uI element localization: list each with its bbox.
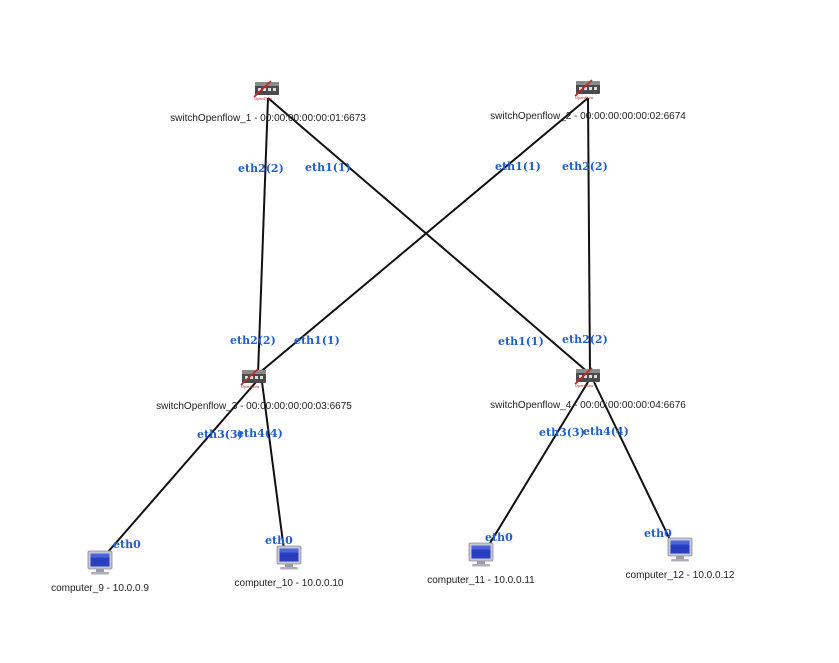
- port-label-c9-eth0: eth0: [113, 538, 141, 551]
- switch-node-2[interactable]: switchOpenflow_2 - 00:00:00:00:00:02:667…: [490, 79, 686, 122]
- computer-monitor-icon: [667, 537, 693, 562]
- switch-label: switchOpenflow_1 - 00:00:00:00:00:01:667…: [170, 113, 366, 124]
- link-s4-c12[interactable]: [593, 381, 675, 549]
- port-label-c11-eth0: eth0: [485, 531, 513, 544]
- computer-node-11[interactable]: computer_11 - 10.0.0.11: [427, 542, 535, 586]
- computer-monitor-icon: [87, 550, 113, 575]
- link-s4-c11[interactable]: [483, 381, 589, 554]
- port-label-s3-eth4: eth4(4): [237, 427, 283, 440]
- port-labels-layer: eth2(2) eth1(1) eth1(1) eth2(2) eth2(2) …: [113, 160, 672, 551]
- links-layer: [100, 97, 675, 561]
- port-label-s4-eth2: eth2(2): [562, 333, 608, 346]
- switch-label: switchOpenflow_2 - 00:00:00:00:00:02:667…: [490, 111, 686, 122]
- computer-label: computer_12 - 10.0.0.12: [626, 570, 735, 581]
- computer-node-12[interactable]: computer_12 - 10.0.0.12: [626, 537, 735, 581]
- port-label-s2-eth2: eth2(2): [562, 160, 608, 173]
- link-s2-s4[interactable]: [587, 97, 591, 375]
- port-label-s1-eth1: eth1(1): [305, 161, 351, 174]
- port-label-s4-eth4: eth4(4): [583, 425, 629, 438]
- link-s1-s3[interactable]: [257, 97, 269, 375]
- link-s3-c10[interactable]: [261, 381, 285, 551]
- computer-monitor-icon: [276, 545, 302, 570]
- computer-label: computer_10 - 10.0.0.10: [235, 578, 344, 589]
- computer-node-9[interactable]: computer_9 - 10.0.0.9: [51, 550, 149, 594]
- port-label-s1-eth2: eth2(2): [238, 162, 284, 175]
- port-label-s3-eth1: eth1(1): [294, 334, 340, 347]
- switch-node-1[interactable]: switchOpenflow_1 - 00:00:00:00:00:01:667…: [170, 80, 366, 124]
- computer-monitor-icon: [468, 542, 494, 567]
- link-s1-s4[interactable]: [267, 97, 591, 375]
- switch-node-4[interactable]: switchOpenflow_4 - 00:00:00:00:00:04:667…: [490, 367, 686, 411]
- openflow-switch-icon: [253, 80, 280, 102]
- computer-label: computer_9 - 10.0.0.9: [51, 583, 149, 594]
- port-label-s3-eth3: eth3(3): [197, 428, 243, 441]
- port-label-s4-eth1: eth1(1): [498, 335, 544, 348]
- computer-label: computer_11 - 10.0.0.11: [427, 575, 535, 586]
- switch-node-3[interactable]: switchOpenflow_3 - 00:00:00:00:00:03:667…: [156, 368, 352, 412]
- openflow-switch-icon: [574, 79, 601, 101]
- port-label-s4-eth3: eth3(3): [539, 426, 585, 439]
- port-label-s3-eth2: eth2(2): [230, 334, 276, 347]
- port-label-s2-eth1: eth1(1): [495, 160, 541, 173]
- link-s3-c9[interactable]: [100, 381, 257, 561]
- port-label-c10-eth0: eth0: [265, 534, 293, 547]
- link-s2-s3[interactable]: [257, 97, 589, 375]
- switch-label: switchOpenflow_4 - 00:00:00:00:00:04:667…: [490, 400, 686, 411]
- computer-node-10[interactable]: computer_10 - 10.0.0.10: [235, 545, 344, 589]
- switch-label: switchOpenflow_3 - 00:00:00:00:00:03:667…: [156, 401, 352, 412]
- port-label-c12-eth0: eth0: [644, 527, 672, 540]
